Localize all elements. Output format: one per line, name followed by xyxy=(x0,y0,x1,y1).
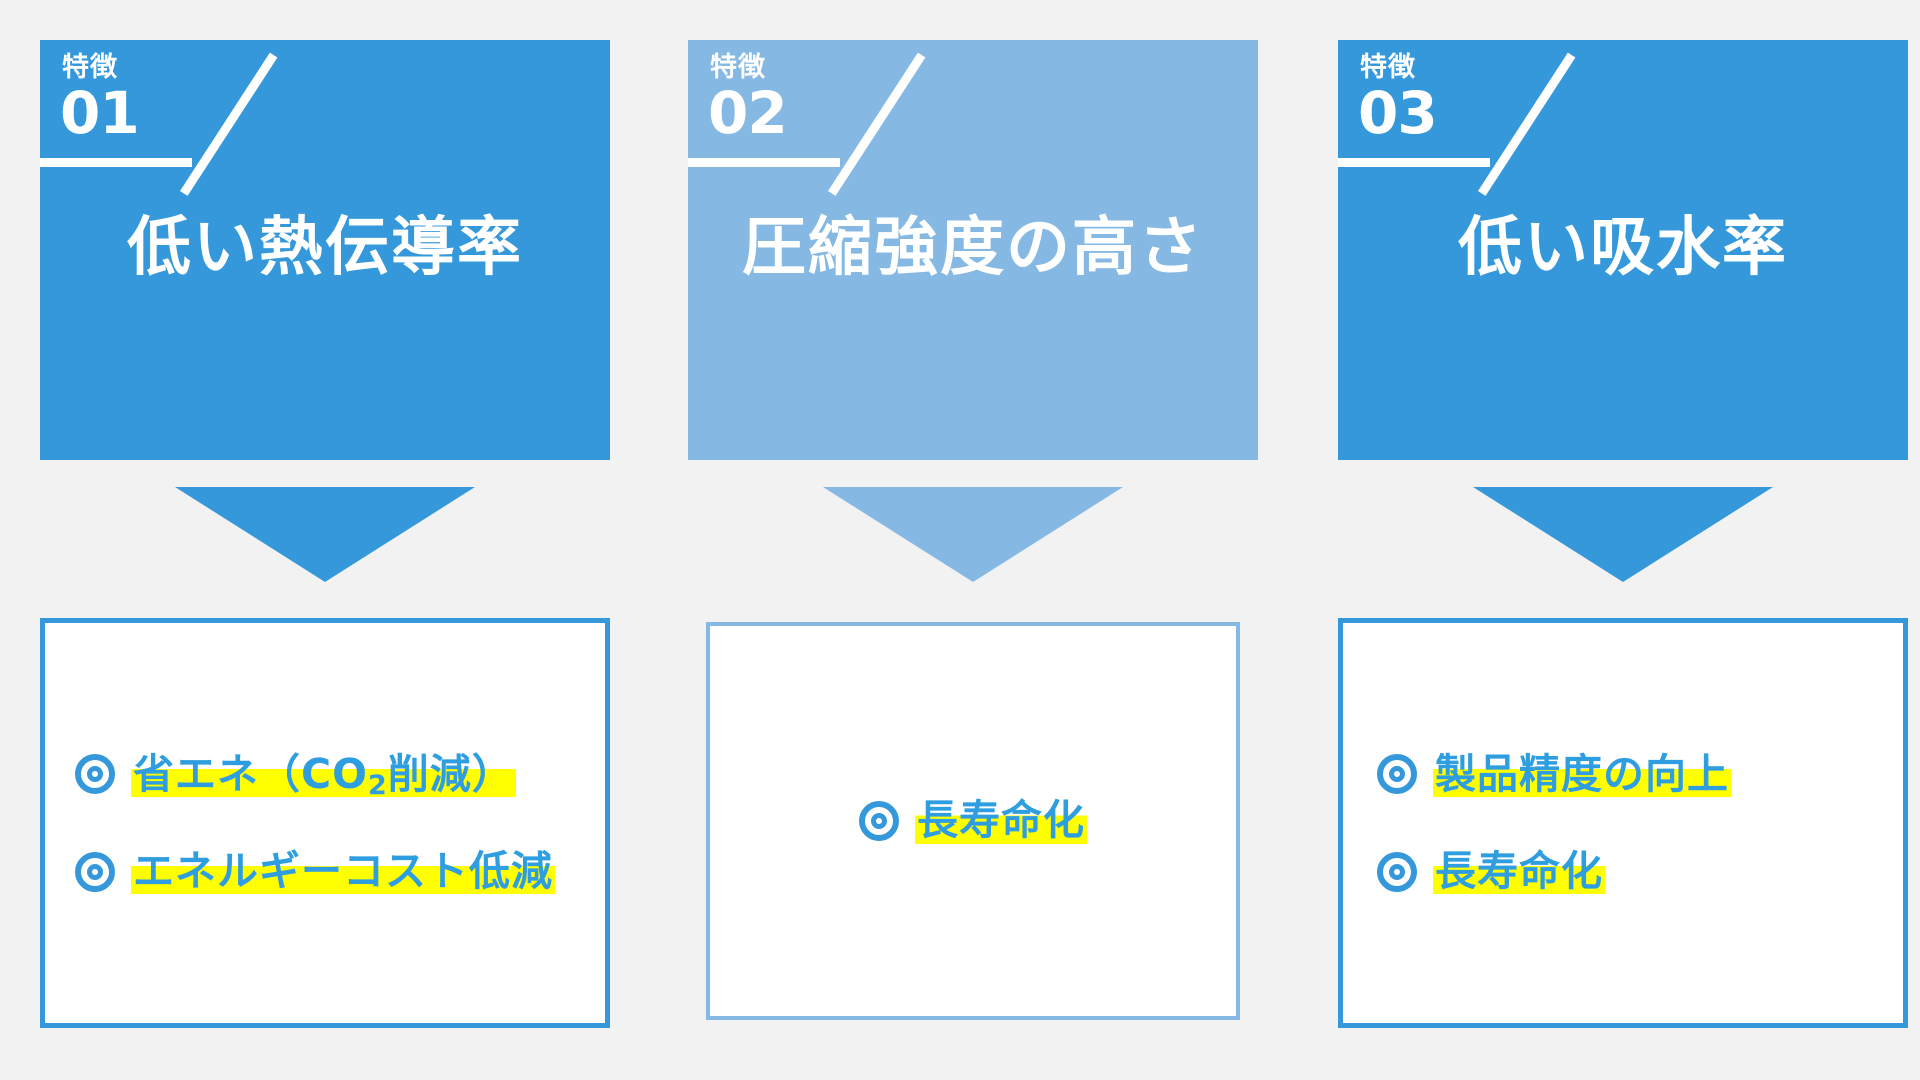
list-item: 省エネ（CO2削減） xyxy=(75,749,605,801)
benefit-label: 製品精度の向上 xyxy=(1433,749,1731,798)
badge-label-text: 特徴 xyxy=(710,52,766,83)
badge-diagonal-slash-icon xyxy=(180,52,278,196)
badge-number-text: 02 xyxy=(708,79,788,147)
down-triangle-icon xyxy=(1473,487,1773,582)
feature-header-card-03: 特徴 03 低い吸水率 xyxy=(1338,40,1908,460)
feature-body-card-01: 省エネ（CO2削減） エネルギーコスト低減 xyxy=(40,618,610,1028)
list-item: エネルギーコスト低減 xyxy=(75,847,605,895)
feature-body-card-02: 長寿命化 xyxy=(706,622,1240,1020)
feature-title-01: 低い熱伝導率 xyxy=(127,211,523,285)
double-circle-icon xyxy=(1377,851,1417,892)
feature-column-02: 特徴 02 圧縮強度の高さ 長寿命化 xyxy=(688,0,1258,1080)
double-circle-icon xyxy=(75,851,115,892)
benefit-list-01: 省エネ（CO2削減） エネルギーコスト低減 xyxy=(45,623,605,1023)
feature-badge-02: 特徴 02 xyxy=(688,40,926,196)
down-triangle-icon xyxy=(175,487,475,582)
list-item: 長寿命化 xyxy=(859,796,1087,845)
badge-label-text: 特徴 xyxy=(1360,52,1416,83)
down-triangle-icon xyxy=(823,487,1123,582)
badge-number-text: 03 xyxy=(1358,79,1438,147)
feature-title-03: 低い吸水率 xyxy=(1458,211,1788,285)
benefit-label: エネルギーコスト低減 xyxy=(131,847,555,895)
list-item: 長寿命化 xyxy=(1377,847,1903,895)
benefit-list-02: 長寿命化 xyxy=(710,626,1236,1016)
feature-header-card-01: 特徴 01 低い熱伝導率 xyxy=(40,40,610,460)
feature-badge-03: 特徴 03 xyxy=(1338,40,1576,196)
badge-label-text: 特徴 xyxy=(62,52,118,83)
list-item: 製品精度の向上 xyxy=(1377,749,1903,798)
badge-diagonal-slash-icon xyxy=(828,52,926,196)
badge-underline xyxy=(1338,158,1490,167)
feature-column-03: 特徴 03 低い吸水率 製品精度の向上 長寿命化 xyxy=(1338,0,1908,1080)
benefit-list-03: 製品精度の向上 長寿命化 xyxy=(1343,623,1903,1023)
badge-underline xyxy=(40,158,192,167)
feature-badge-01: 特徴 01 xyxy=(40,40,278,196)
feature-body-card-03: 製品精度の向上 長寿命化 xyxy=(1338,618,1908,1028)
badge-number-text: 01 xyxy=(60,79,140,147)
badge-underline xyxy=(688,158,840,167)
benefit-label: 長寿命化 xyxy=(1433,847,1605,895)
feature-header-card-02: 特徴 02 圧縮強度の高さ xyxy=(688,40,1258,460)
benefit-label: 長寿命化 xyxy=(915,796,1087,845)
double-circle-icon xyxy=(75,754,115,795)
feature-title-02: 圧縮強度の高さ xyxy=(742,211,1204,285)
double-circle-icon xyxy=(859,801,899,841)
double-circle-icon xyxy=(1377,754,1417,795)
feature-column-01: 特徴 01 低い熱伝導率 省エネ（CO2削減） エネルギーコスト低減 xyxy=(40,0,610,1080)
badge-diagonal-slash-icon xyxy=(1478,52,1576,196)
benefit-label: 省エネ（CO2削減） xyxy=(131,749,516,801)
